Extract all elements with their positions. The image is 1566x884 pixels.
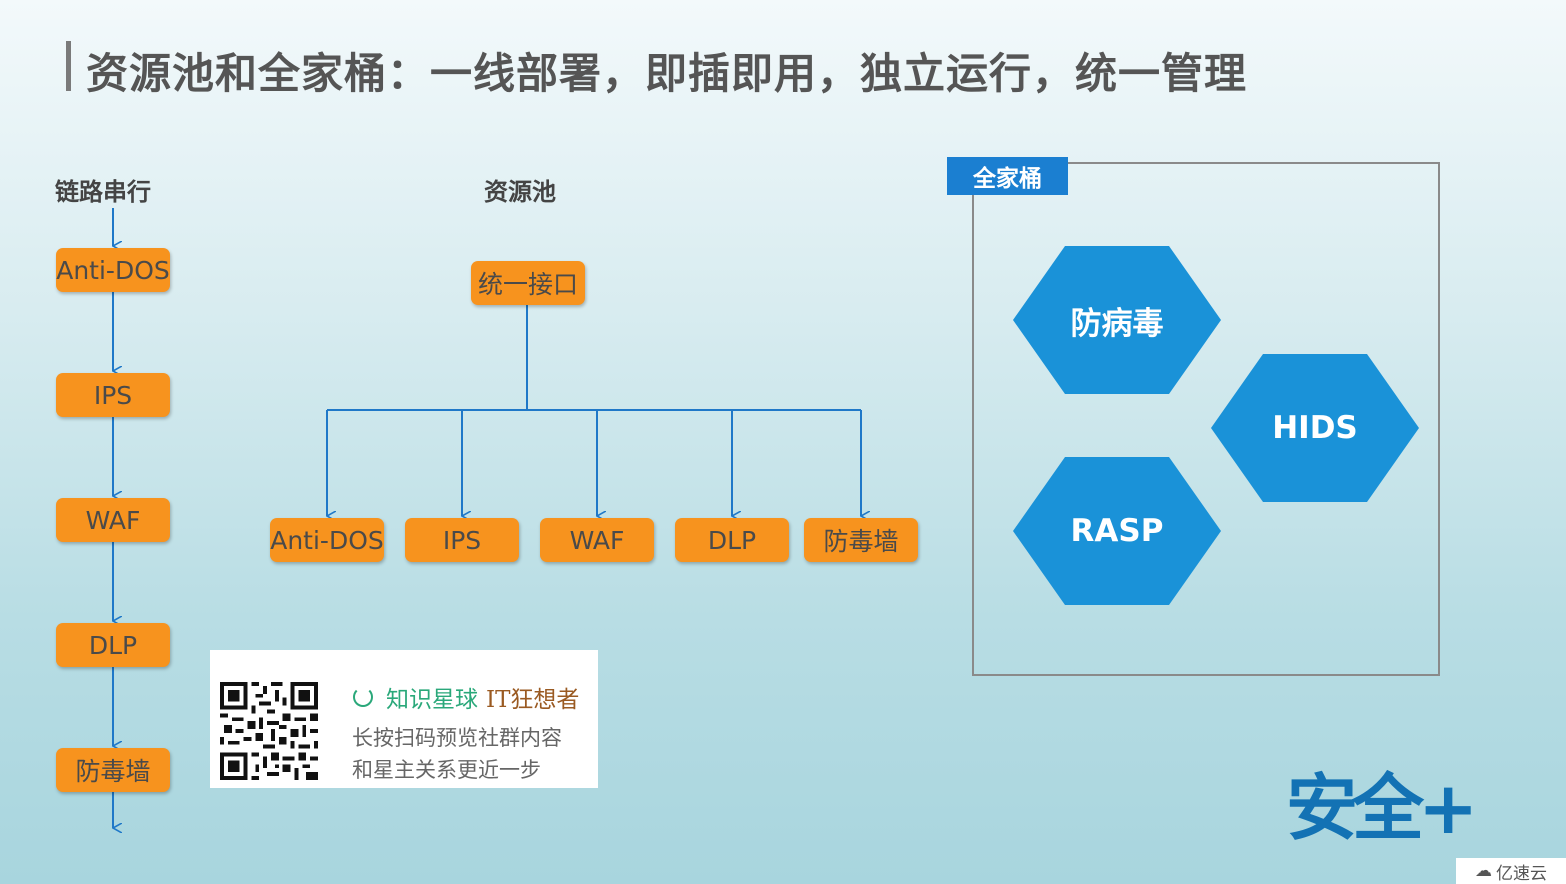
- suite-frame: [972, 162, 1440, 676]
- title-accent-bar: [66, 41, 71, 91]
- qr-panel: 知识星球 IT狂想者 长按扫码预览社群内容 和星主关系更近一步: [210, 650, 598, 788]
- chain-node-antivirus-wall: 防毒墙: [56, 748, 170, 792]
- knowledge-planet-icon: [353, 687, 373, 707]
- pool-node-ips: IPS: [405, 518, 519, 562]
- pool-node-antivirus-wall: 防毒墙: [804, 518, 918, 562]
- pool-node-waf: WAF: [540, 518, 654, 562]
- pool-node-anti-dos: Anti-DOS: [270, 518, 384, 562]
- watermark: ☁亿速云: [1456, 858, 1566, 884]
- pool-root-unified-interface: 统一接口: [471, 261, 585, 305]
- chain-node-anti-dos: Anti-DOS: [56, 248, 170, 292]
- cloud-icon: ☁: [1475, 861, 1492, 881]
- suite-label: 全家桶: [947, 157, 1068, 195]
- qr-author: IT狂想者: [486, 687, 580, 713]
- watermark-text: 亿速云: [1496, 863, 1547, 884]
- chain-label: 链路串行: [55, 178, 151, 206]
- qr-planet-name: 知识星球: [386, 687, 478, 713]
- pool-node-dlp: DLP: [675, 518, 789, 562]
- chain-node-dlp: DLP: [56, 623, 170, 667]
- qr-title: 知识星球 IT狂想者: [352, 680, 579, 714]
- brand-logo: 安全+: [1286, 766, 1478, 850]
- qr-caption-line1: 长按扫码预览社群内容: [352, 726, 562, 750]
- qr-caption-line2: 和星主关系更近一步: [352, 758, 541, 782]
- pool-label: 资源池: [484, 178, 556, 206]
- qr-code-icon: [220, 682, 318, 780]
- chain-node-ips: IPS: [56, 373, 170, 417]
- page-title: 资源池和全家桶：一线部署，即插即用，独立运行，统一管理: [86, 49, 1248, 98]
- chain-node-waf: WAF: [56, 498, 170, 542]
